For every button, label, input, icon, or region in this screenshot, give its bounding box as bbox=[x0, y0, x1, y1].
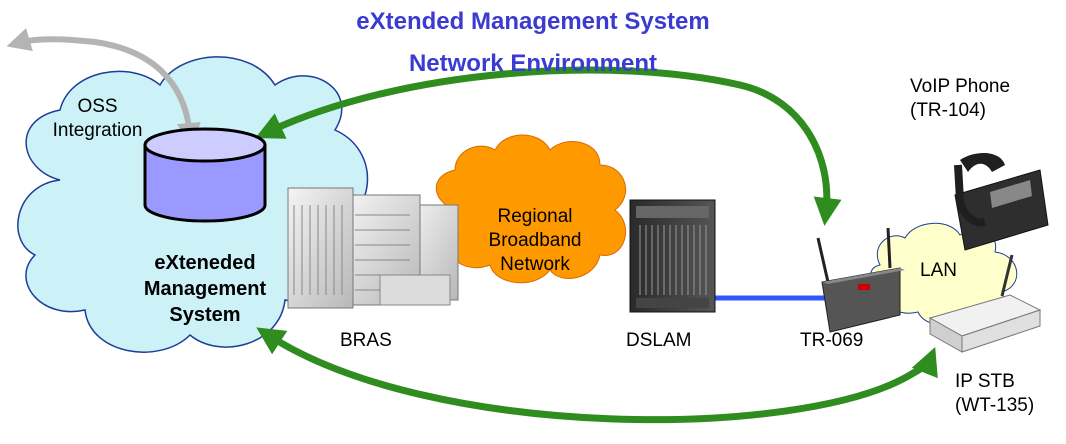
bras-label: BRAS bbox=[340, 330, 392, 351]
dslam-rack-icon bbox=[629, 199, 716, 313]
lan-label: LAN bbox=[920, 260, 957, 281]
ems-label: eXteneded Management System bbox=[120, 250, 290, 328]
stb-label-line1: IP STB bbox=[955, 371, 1015, 392]
regional-label-line1: Regional bbox=[497, 206, 573, 227]
stb-label-line2: (WT-135) bbox=[955, 395, 1035, 416]
regional-label-line2: Broadband bbox=[488, 230, 582, 251]
regional-network-label: Regional Broadband Network bbox=[470, 205, 600, 277]
oss-integration-label: OSS Integration bbox=[40, 95, 155, 143]
dslam-label: DSLAM bbox=[626, 330, 692, 351]
diagram-title-line2: Network Environment bbox=[408, 50, 658, 77]
set-top-box-icon bbox=[928, 254, 1042, 353]
oss-label-line2: Integration bbox=[52, 120, 143, 141]
voip-phone-icon bbox=[954, 153, 1049, 251]
wireless-gateway-icon bbox=[816, 227, 905, 333]
ems-label-line1: eXteneded bbox=[154, 252, 256, 274]
ip-stb-label: IP STB (WT-135) bbox=[955, 370, 1034, 418]
green-arrow-top bbox=[255, 66, 842, 226]
oss-integration-arrow bbox=[6, 28, 201, 147]
voip-label-line1: VoIP Phone bbox=[910, 76, 1011, 97]
tr069-label: TR-069 bbox=[800, 330, 864, 351]
ems-label-line3: System bbox=[169, 304, 241, 326]
router-chassis-icon bbox=[287, 187, 459, 309]
green-arrow-bottom bbox=[256, 327, 938, 424]
diagram-title-line1: eXtended Management System bbox=[356, 8, 710, 35]
voip-label-line2: (TR-104) bbox=[910, 100, 987, 121]
regional-label-line3: Network bbox=[500, 254, 570, 275]
oss-label-line1: OSS bbox=[77, 96, 118, 117]
ems-label-line2: Management bbox=[143, 278, 267, 300]
database-icon bbox=[143, 127, 267, 223]
voip-phone-label: VoIP Phone (TR-104) bbox=[910, 75, 1010, 123]
